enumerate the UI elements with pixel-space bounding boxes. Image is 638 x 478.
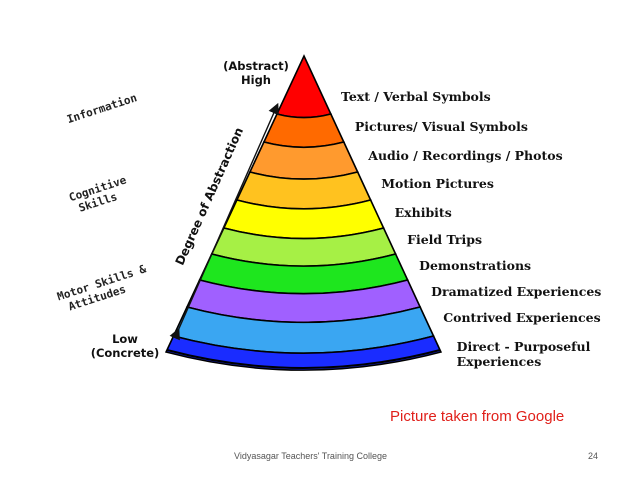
cone-layer-3 — [248, 141, 359, 180]
concrete-label: (Concrete) — [91, 346, 160, 360]
cone-layer-2 — [262, 113, 345, 149]
low-label: Low — [112, 332, 138, 346]
abstraction-arrow — [169, 102, 279, 341]
layer-label-1: Text / Verbal Symbols — [341, 89, 491, 104]
image-credit: Picture taken from Google — [390, 408, 565, 425]
motor-skills-label: Motor Skills & Attitudes — [56, 262, 149, 313]
cone-layer-10 — [164, 335, 443, 371]
page-number: 24 — [588, 451, 599, 461]
information-label: Information — [65, 91, 138, 126]
layer-label-7: Demonstrations — [419, 258, 531, 273]
cone-base-rim — [166, 349, 441, 369]
layer-label-10-line2: Experiences — [457, 354, 542, 369]
layer-label-9: Contrived Experiences — [443, 310, 600, 325]
footer-college: Vidyasagar Teachers' Training College — [234, 451, 387, 461]
high-label: High — [241, 73, 271, 87]
layer-label-8: Dramatized Experiences — [431, 284, 601, 299]
layer-label-10: Direct - Purposeful — [457, 339, 591, 354]
layer-label-5: Exhibits — [395, 205, 452, 220]
layer-label-3: Audio / Recordings / Photos — [367, 148, 562, 163]
cognitive-skills-label: Cognitive Skills — [67, 173, 128, 214]
abstract-label: (Abstract) — [223, 59, 289, 73]
layer-label-2: Pictures/ Visual Symbols — [355, 119, 528, 134]
layer-label-4: Motion Pictures — [381, 176, 494, 191]
layer-label-6: Field Trips — [407, 232, 482, 247]
